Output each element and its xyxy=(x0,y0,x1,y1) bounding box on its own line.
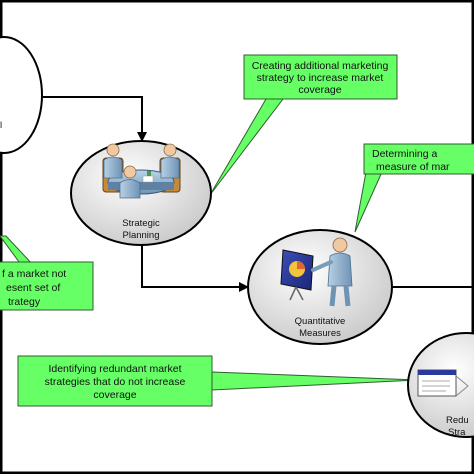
callout-top-right-line3: coverage xyxy=(298,84,341,96)
callout-mid-right-line2: measure of mar xyxy=(376,161,450,173)
redundant-strategies-label-line1: Redu xyxy=(446,415,469,426)
callout-left-line1: f a market not xyxy=(2,268,66,280)
callout-mid-right-line1: Determining a xyxy=(372,148,438,160)
strategic-planning-node: Strategic Planning xyxy=(70,140,212,246)
callout-left-line2: esent set of xyxy=(6,282,60,294)
connector-start-to-planning xyxy=(42,96,147,142)
callout-pointer-mid xyxy=(354,171,383,233)
document-icon xyxy=(417,369,469,397)
quantitative-measures-label-line1: Quantitative xyxy=(295,316,346,327)
redundant-strategies-node: Redu Stra xyxy=(407,332,474,438)
callout-top-right-line2: strategy to increase market xyxy=(257,72,384,84)
connector-planning-to-measures xyxy=(141,245,249,292)
meeting-table-icon xyxy=(102,143,181,199)
callout-pointer-top xyxy=(209,98,285,196)
callout-left: f a market not esent set of trategy xyxy=(0,261,94,311)
callout-top-right-line1: Creating additional marketing xyxy=(252,60,389,72)
callout-bottom-line3: coverage xyxy=(93,389,136,401)
redundant-strategies-label-line2: Stra xyxy=(448,427,466,438)
callout-bottom: Identifying redundant market strategies … xyxy=(17,355,213,407)
callout-left-line3: trategy xyxy=(8,296,41,308)
presenter-chart-icon xyxy=(280,237,353,307)
callout-pointer-bottom xyxy=(211,371,419,391)
callout-top-right: Creating additional marketing strategy t… xyxy=(243,54,398,100)
start-node xyxy=(0,36,43,154)
start-node-label: l xyxy=(0,120,2,131)
quantitative-measures-node: Quantitative Measures xyxy=(247,229,393,345)
strategic-planning-label-line1: Strategic xyxy=(122,218,160,229)
callout-bottom-line2: strategies that do not increase xyxy=(45,376,186,388)
callout-bottom-line1: Identifying redundant market xyxy=(48,363,181,375)
strategic-planning-label-line2: Planning xyxy=(123,230,160,241)
quantitative-measures-label-line2: Measures xyxy=(299,328,341,339)
callout-mid-right: Determining a measure of mar xyxy=(363,143,474,175)
